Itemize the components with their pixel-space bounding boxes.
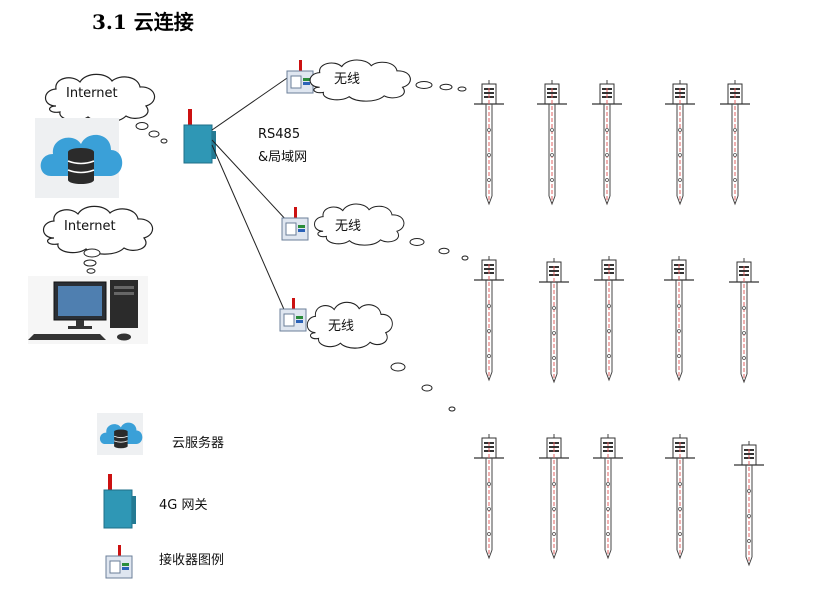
- desktop-computer-icon: [28, 276, 148, 344]
- thought-dots-top: [135, 122, 168, 144]
- soil-sensor-probe: [538, 433, 570, 559]
- thought-dots-3: [390, 362, 456, 412]
- soil-sensor-probe: [663, 255, 695, 381]
- soil-sensor-probe: [536, 79, 568, 205]
- sensor-row-2: [473, 255, 760, 383]
- gateway-4g-device: [183, 109, 216, 164]
- legend-cloud-server-icon: [97, 413, 143, 455]
- soil-sensor-probe: [728, 257, 760, 383]
- soil-sensor-probe: [538, 257, 570, 383]
- thought-dots-1: [415, 81, 467, 92]
- soil-sensor-probe: [664, 433, 696, 559]
- soil-sensor-probe: [473, 433, 505, 559]
- legend-receiver-label: 接收器图例: [159, 552, 224, 568]
- soil-sensor-probe: [733, 440, 765, 566]
- receiver-3: [279, 297, 307, 332]
- soil-sensor-probe: [719, 79, 751, 205]
- wireless-cloud-1-label: 无线: [334, 72, 360, 87]
- wireless-cloud-3-label: 无线: [328, 319, 354, 334]
- legend-receiver-icon: [105, 544, 133, 579]
- soil-sensor-probe: [591, 79, 623, 205]
- page-title: 3.1 云连接: [92, 10, 194, 34]
- wireless-cloud-2-label: 无线: [335, 219, 361, 234]
- receiver-1: [286, 59, 314, 94]
- link-label-rs485: RS485: [258, 127, 300, 142]
- soil-sensor-probe: [592, 433, 624, 559]
- thought-dots-2: [409, 238, 469, 261]
- internet-cloud-mid-label: Internet: [64, 219, 116, 234]
- internet-cloud-top-label: Internet: [66, 86, 118, 101]
- receiver-2: [281, 206, 309, 241]
- wireless-cloud-1: [309, 59, 411, 102]
- legend: 云服务器 4G 网关 接收器图例: [97, 413, 224, 579]
- soil-sensor-probe: [473, 255, 505, 381]
- soil-sensor-probe: [664, 79, 696, 205]
- legend-gateway-icon: [103, 474, 136, 529]
- legend-cloud-server-label: 云服务器: [172, 435, 224, 451]
- internet-cloud-top: Internet: [44, 73, 156, 123]
- soil-sensor-probe: [593, 255, 625, 381]
- cloud-database-icon: [35, 118, 124, 198]
- rs485-connection-lines: [211, 75, 291, 315]
- legend-gateway-label: 4G 网关: [159, 498, 207, 513]
- sensor-row-3: [473, 433, 765, 566]
- thought-dots-mid: [83, 248, 101, 274]
- soil-sensor-probe: [473, 79, 505, 205]
- internet-cloud-mid: Internet: [42, 205, 154, 255]
- link-label-lan: &局域网: [258, 150, 307, 165]
- sensor-row-1: [473, 79, 751, 205]
